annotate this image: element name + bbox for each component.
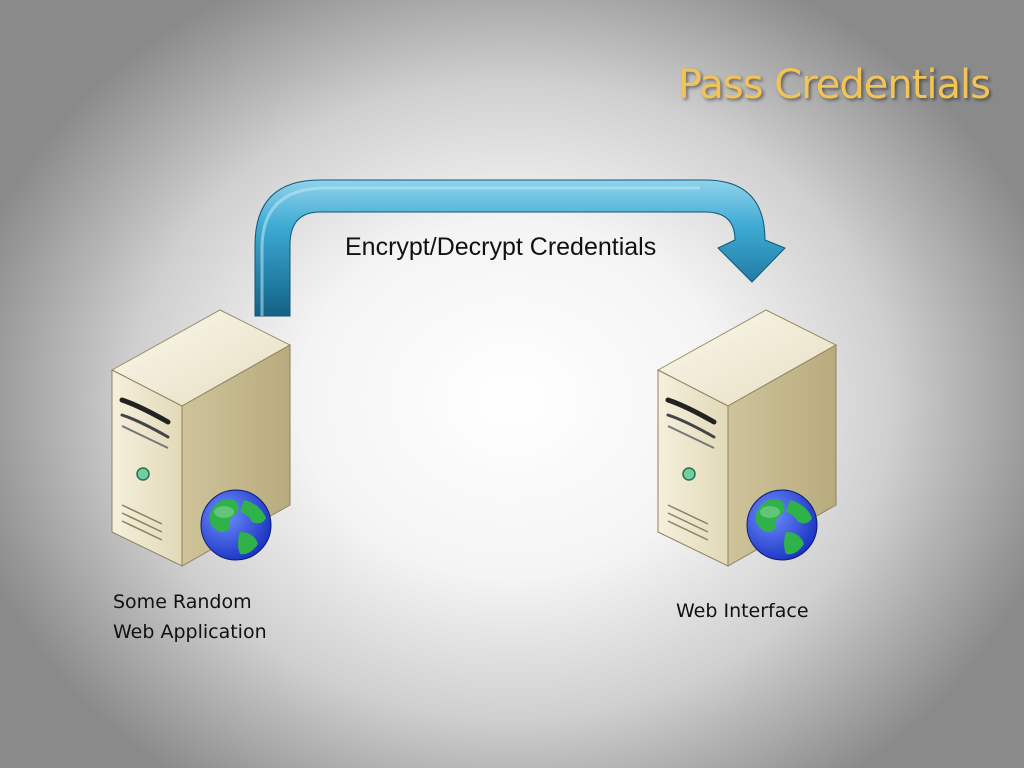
- slide-title: Pass Credentials: [678, 62, 991, 108]
- web-server-icon: [100, 300, 300, 570]
- arrow-label: Encrypt/Decrypt Credentials: [345, 233, 657, 261]
- node-caption-web-interface: Web Interface: [676, 596, 809, 626]
- web-server-icon: [646, 300, 846, 570]
- globe-icon: [200, 489, 272, 561]
- caption-line: Web Interface: [676, 600, 809, 622]
- caption-line: Some Random: [113, 591, 252, 613]
- globe-icon: [746, 489, 818, 561]
- node-caption-web-application: Some Random Web Application: [113, 587, 267, 647]
- caption-line: Web Application: [113, 621, 267, 643]
